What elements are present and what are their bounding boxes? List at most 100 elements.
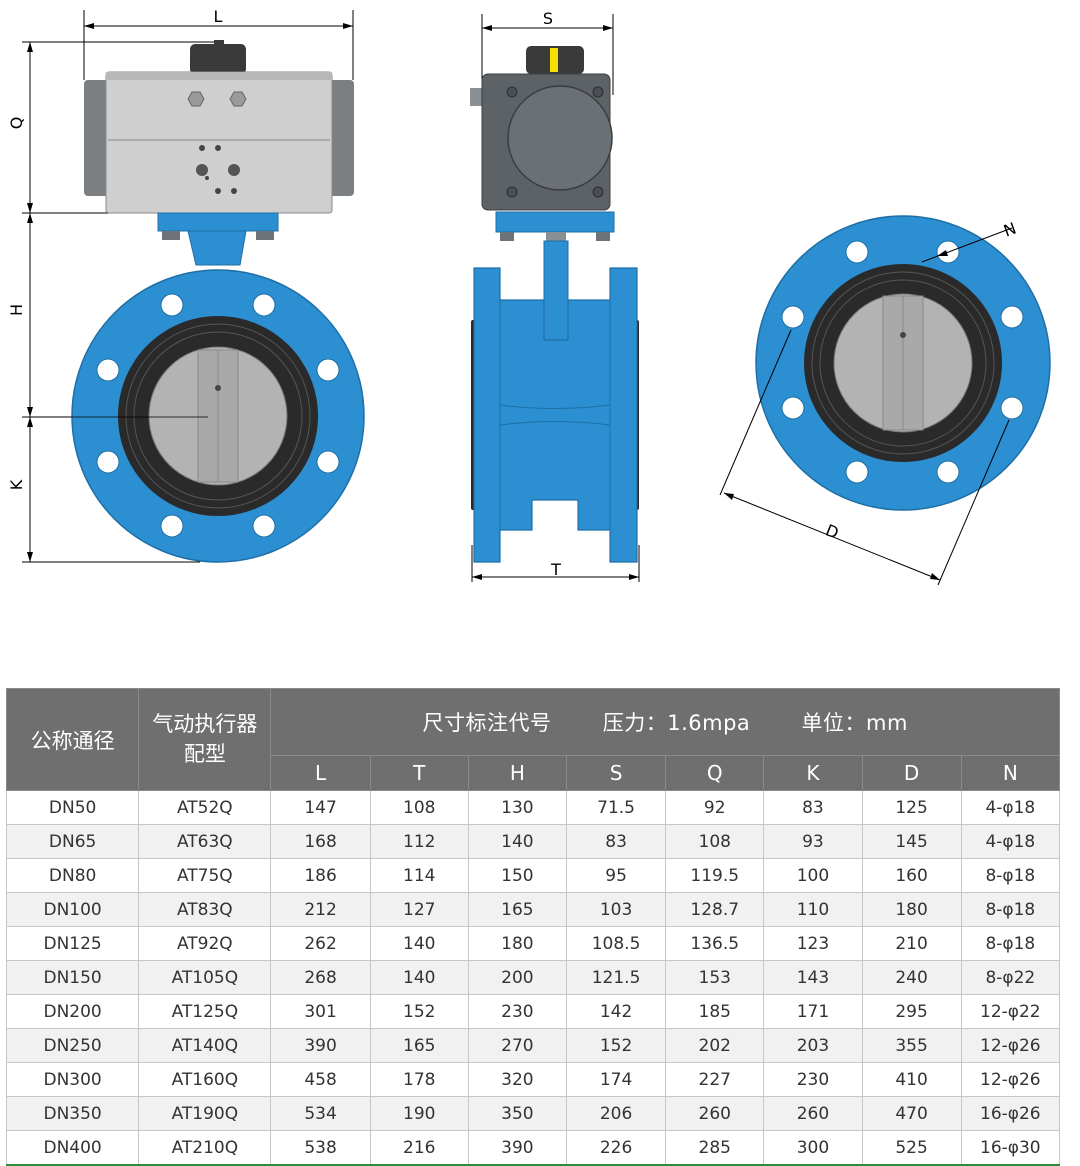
- table-cell: 390: [467, 1130, 567, 1166]
- table-cell: DN125: [5, 926, 140, 961]
- table-cell: 270: [467, 1028, 567, 1063]
- table-cell: 226: [565, 1130, 667, 1166]
- table-cell: 178: [369, 1062, 469, 1097]
- table-cell: 390: [270, 1028, 371, 1063]
- table-cell: 147: [270, 790, 371, 825]
- table-cell: 95: [565, 858, 667, 893]
- table-cell: 525: [861, 1130, 962, 1166]
- table-cell: 142: [565, 994, 667, 1029]
- dim-label-n: N: [1001, 219, 1019, 241]
- column-header-k: K: [763, 755, 863, 791]
- table-cell: 136.5: [665, 926, 765, 961]
- table-cell: DN80: [5, 858, 140, 893]
- table-cell: 140: [369, 960, 469, 995]
- table-cell: 12-φ26: [960, 1062, 1061, 1097]
- column-header-h: H: [467, 755, 567, 791]
- table-cell: 112: [369, 824, 469, 859]
- column-header-n: N: [960, 755, 1061, 791]
- table-cell: 203: [763, 1028, 863, 1063]
- dimension-n: [921, 227, 1013, 263]
- table-cell: DN350: [5, 1096, 140, 1131]
- table-cell: 8-φ22: [960, 960, 1061, 995]
- table-cell: DN50: [5, 790, 140, 825]
- column-header-s: S: [565, 755, 667, 791]
- table-cell: AT83Q: [138, 892, 272, 927]
- valve-body-front: [36, 269, 365, 563]
- table-cell: 180: [467, 926, 567, 961]
- table-cell: 12-φ26: [960, 1028, 1061, 1063]
- table-cell: AT75Q: [138, 858, 272, 893]
- table-cell: 260: [665, 1096, 765, 1131]
- table-cell: 227: [665, 1062, 765, 1097]
- table-cell: DN200: [5, 994, 140, 1029]
- table-cell: 534: [270, 1096, 371, 1131]
- table-cell: 458: [270, 1062, 371, 1097]
- table-cell: 16-φ26: [960, 1096, 1061, 1131]
- table-cell: 355: [861, 1028, 962, 1063]
- table-cell: DN250: [5, 1028, 140, 1063]
- table-cell: 130: [467, 790, 567, 825]
- dim-label-h: H: [7, 304, 26, 316]
- table-cell: 119.5: [665, 858, 765, 893]
- table-cell: 165: [369, 1028, 469, 1063]
- unit-label: 单位：mm: [801, 711, 908, 735]
- table-cell: 150: [467, 858, 567, 893]
- table-cell: 300: [763, 1130, 863, 1166]
- table-cell: 114: [369, 858, 469, 893]
- spec-table: 公称通径 气动执行器配型 尺寸标注代号 压力：1.6mpa 单位：mm L T …: [5, 688, 1061, 1166]
- table-cell: 152: [369, 994, 469, 1029]
- front-view: L Q H K: [7, 7, 365, 563]
- table-cell: 108: [665, 824, 765, 859]
- table-cell: 12-φ22: [960, 994, 1061, 1029]
- dimension-l: [83, 10, 354, 80]
- table-cell: 145: [861, 824, 962, 859]
- table-cell: 108.5: [565, 926, 667, 961]
- table-cell: 103: [565, 892, 667, 927]
- dimension-code-title: 尺寸标注代号: [422, 711, 552, 735]
- table-cell: 171: [763, 994, 863, 1029]
- pressure-label: 压力：1.6mpa: [602, 711, 751, 735]
- table-cell: DN400: [5, 1130, 140, 1166]
- table-cell: 16-φ30: [960, 1130, 1061, 1166]
- table-cell: 230: [467, 994, 567, 1029]
- table-cell: 301: [270, 994, 371, 1029]
- table-cell: AT160Q: [138, 1062, 272, 1097]
- table-cell: 143: [763, 960, 863, 995]
- table-cell: 202: [665, 1028, 765, 1063]
- table-cell: 93: [763, 824, 863, 859]
- valve-body-side: [471, 267, 639, 563]
- table-cell: DN150: [5, 960, 140, 995]
- table-cell: 8-φ18: [960, 926, 1061, 961]
- table-cell: AT92Q: [138, 926, 272, 961]
- table-cell: DN65: [5, 824, 140, 859]
- table-cell: 128.7: [665, 892, 765, 927]
- table-cell: 92: [665, 790, 765, 825]
- header-actuator-model: 气动执行器配型: [138, 688, 272, 791]
- table-cell: 152: [565, 1028, 667, 1063]
- table-cell: 210: [861, 926, 962, 961]
- dim-label-k: K: [7, 479, 26, 490]
- dim-label-q: Q: [7, 117, 26, 130]
- table-cell: 285: [665, 1130, 765, 1166]
- table-cell: 350: [467, 1096, 567, 1131]
- table-cell: 83: [565, 824, 667, 859]
- table-cell: 216: [369, 1130, 469, 1166]
- column-header-l: L: [270, 755, 371, 791]
- dim-label-s: S: [543, 9, 553, 28]
- table-cell: AT125Q: [138, 994, 272, 1029]
- valve-drawing: L Q H K: [7, 7, 1051, 586]
- table-cell: 295: [861, 994, 962, 1029]
- table-cell: 108: [369, 790, 469, 825]
- table-cell: 125: [861, 790, 962, 825]
- table-cell: 123: [763, 926, 863, 961]
- table-cell: 121.5: [565, 960, 667, 995]
